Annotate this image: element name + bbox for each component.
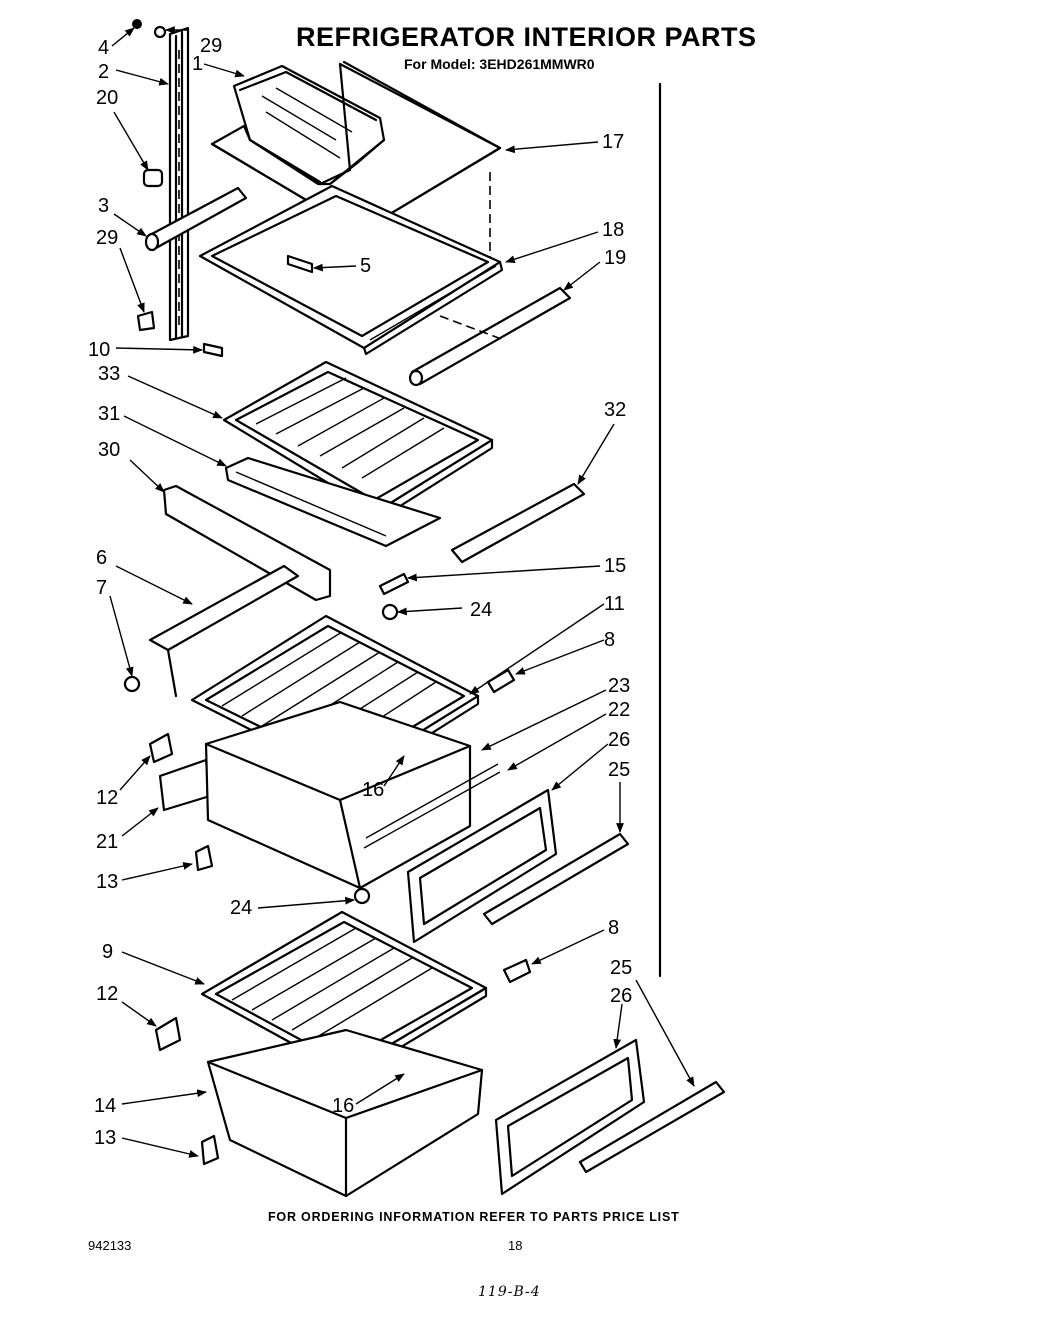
part-5-screw [286, 254, 314, 274]
callout-21: 21 [96, 831, 118, 853]
callout-4: 4 [98, 37, 109, 59]
callout-5: 5 [360, 255, 371, 277]
callout-19: 19 [604, 247, 626, 269]
part-26-drawer-front-upper [406, 788, 558, 944]
callout-30: 30 [98, 439, 120, 461]
callout-1: 1 [192, 53, 203, 75]
part-21-trim [158, 758, 212, 812]
callout-16: 16 [362, 779, 384, 801]
part-26-drawer-front-lower [494, 1038, 646, 1196]
callout-25: 25 [610, 957, 632, 979]
callout-11: 11 [604, 593, 625, 615]
part-15-pin [378, 572, 410, 596]
part-31-frame [224, 456, 442, 548]
callout-24: 24 [230, 897, 252, 919]
part-10-screw [202, 342, 224, 358]
callout-22: 22 [608, 699, 630, 721]
leader-lines [109, 26, 695, 1158]
callout-labels: 4 29 2 1 20 17 3 18 29 19 5 10 33 32 31 … [88, 35, 632, 1149]
part-8-bracket [486, 668, 532, 984]
callout-2: 2 [98, 61, 109, 83]
part-1-utility-bin [232, 64, 386, 186]
callout-12: 12 [96, 787, 118, 809]
part-25-trim-lower [578, 1080, 726, 1174]
callout-9: 9 [102, 941, 113, 963]
page-number: 18 [508, 1238, 523, 1253]
callout-8: 8 [608, 917, 619, 939]
part-19-trim [408, 286, 572, 387]
part-24-cap [353, 603, 399, 905]
model-subtitle: For Model: 3EHD261MMWR0 [404, 56, 595, 72]
callout-20: 20 [96, 87, 118, 109]
part-20-spacer [142, 168, 164, 188]
part-2-shelf-ladder [168, 26, 190, 342]
callout-29: 29 [200, 35, 222, 57]
callout-17: 17 [602, 131, 624, 153]
callout-10: 10 [88, 339, 110, 361]
callout-15: 15 [604, 555, 626, 577]
handwritten-note: 119-B-4 [478, 1284, 541, 1300]
part-4-screw [132, 19, 167, 39]
callout-13: 13 [94, 1127, 116, 1149]
document-number: 942133 [88, 1238, 132, 1253]
ordering-note: FOR ORDERING INFORMATION REFER TO PARTS … [268, 1210, 680, 1224]
part-6-rail [148, 564, 300, 698]
page-title: REFRIGERATOR INTERIOR PARTS [296, 22, 757, 52]
callout-24: 24 [470, 599, 492, 621]
callout-16: 16 [332, 1095, 354, 1117]
part-32-trim [450, 482, 586, 564]
part-12-clip [148, 732, 182, 1052]
crisper-drawer-upper [204, 700, 501, 890]
callout-25: 25 [608, 759, 630, 781]
callout-29: 29 [96, 227, 118, 249]
callout-23: 23 [608, 675, 630, 697]
part-13-slide [194, 844, 220, 1166]
callout-6: 6 [96, 547, 107, 569]
part-3-support-bar [144, 186, 248, 252]
callout-26: 26 [608, 729, 630, 751]
callout-3: 3 [98, 195, 109, 217]
callout-33: 33 [98, 363, 120, 385]
callout-7: 7 [96, 577, 107, 599]
callout-26: 26 [610, 985, 632, 1007]
part-33-shelf [222, 360, 494, 522]
callout-32: 32 [604, 399, 626, 421]
part-25-trim-upper [482, 832, 630, 926]
callout-14: 14 [94, 1095, 116, 1117]
callout-18: 18 [602, 219, 624, 241]
callout-12: 12 [96, 983, 118, 1005]
part-29-clip [136, 310, 156, 332]
part-7-fastener [123, 675, 141, 693]
part-14-crisper-drawer-lower [206, 1028, 484, 1198]
part-18-shelf-frame [198, 184, 504, 356]
part-17-glass-shelf [210, 60, 502, 234]
callout-8: 8 [604, 629, 615, 651]
callout-31: 31 [98, 403, 120, 425]
callout-13: 13 [96, 871, 118, 893]
